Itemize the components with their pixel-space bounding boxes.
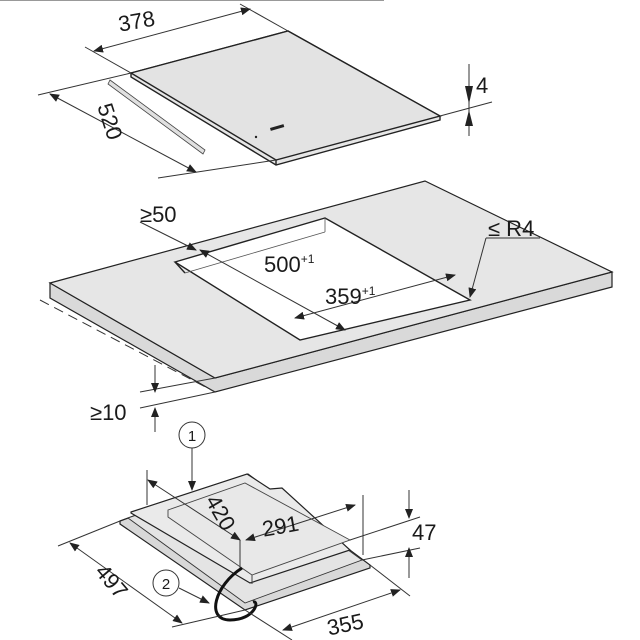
hob-depth-label: 520 [92,100,127,143]
cutout-width-label: 359+1 [325,284,376,309]
frame-depth-label: 497 [90,559,133,603]
power-cable [214,566,258,622]
svg-text:2: 2 [162,576,170,593]
cutout-width-dimension: 359+1 [294,273,456,320]
glass-thickness-dimension: 4 [0,0,493,136]
hob-width-label: 378 [116,6,157,37]
install-height-label: 47 [412,520,436,545]
hob-drawing [107,30,442,166]
callout-1: 1 [178,421,206,491]
rear-distance-dimension: ≥50 [139,202,197,251]
corner-radius-label: ≤ R4 [488,216,534,241]
glass-thickness-label: 4 [476,73,488,98]
cutout-depth-label: 500+1 [264,252,315,277]
hob-body-drawing [119,473,371,622]
corner-radius-dimension: ≤ R4 [468,216,540,298]
install-height-dimension: 47 [349,490,436,578]
rear-distance-label: ≥50 [140,202,177,227]
hob-depth-dimension: 520 [37,72,277,179]
worktop-thickness-dimension: ≥10 [90,365,216,432]
worktop-thickness-label: ≥10 [90,400,127,425]
frame-width-dimension: 355 [244,564,411,640]
svg-text:1: 1 [188,428,196,445]
